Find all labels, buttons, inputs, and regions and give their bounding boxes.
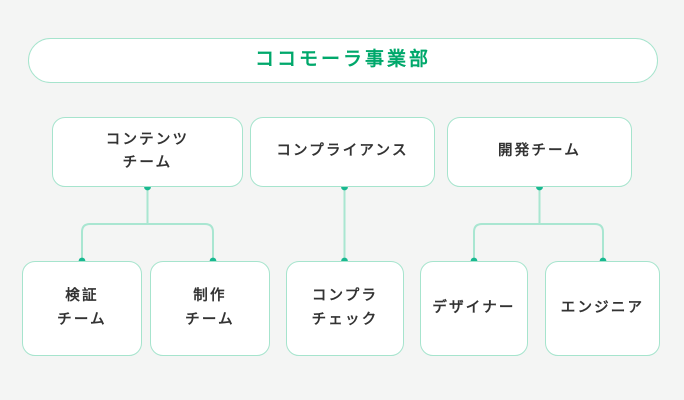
org-node-root: ココモーラ事業部 — [28, 38, 658, 83]
org-node-division-compliance: コンプライアンス — [250, 117, 435, 187]
org-node-team-production-label: 制作 チーム — [185, 288, 235, 328]
org-node-division-contents-label: コンテンツ チーム — [105, 131, 190, 171]
org-node-team-compliance-check: コンプラ チェック — [286, 261, 404, 356]
org-node-team-designer-label: デザイナー — [432, 299, 516, 316]
connector-contents-bracket — [81, 223, 214, 261]
connector-dev-bracket — [473, 223, 604, 261]
org-node-team-compliance-check-label: コンプラ チェック — [311, 288, 379, 328]
org-node-team-designer: デザイナー — [420, 261, 528, 356]
org-node-team-engineer-label: エンジニア — [560, 299, 645, 316]
org-node-team-verification-label: 検証 チーム — [57, 288, 107, 328]
org-node-team-verification: 検証 チーム — [22, 261, 142, 356]
org-node-root-label: ココモーラ事業部 — [254, 49, 431, 71]
org-node-division-compliance-label: コンプライアンス — [276, 143, 409, 160]
org-node-division-contents: コンテンツ チーム — [52, 117, 243, 187]
org-node-division-development-label: 開発チーム — [497, 143, 582, 160]
org-node-division-development: 開発チーム — [447, 117, 632, 187]
org-node-team-production: 制作 チーム — [150, 261, 270, 356]
org-node-team-engineer: エンジニア — [545, 261, 660, 356]
